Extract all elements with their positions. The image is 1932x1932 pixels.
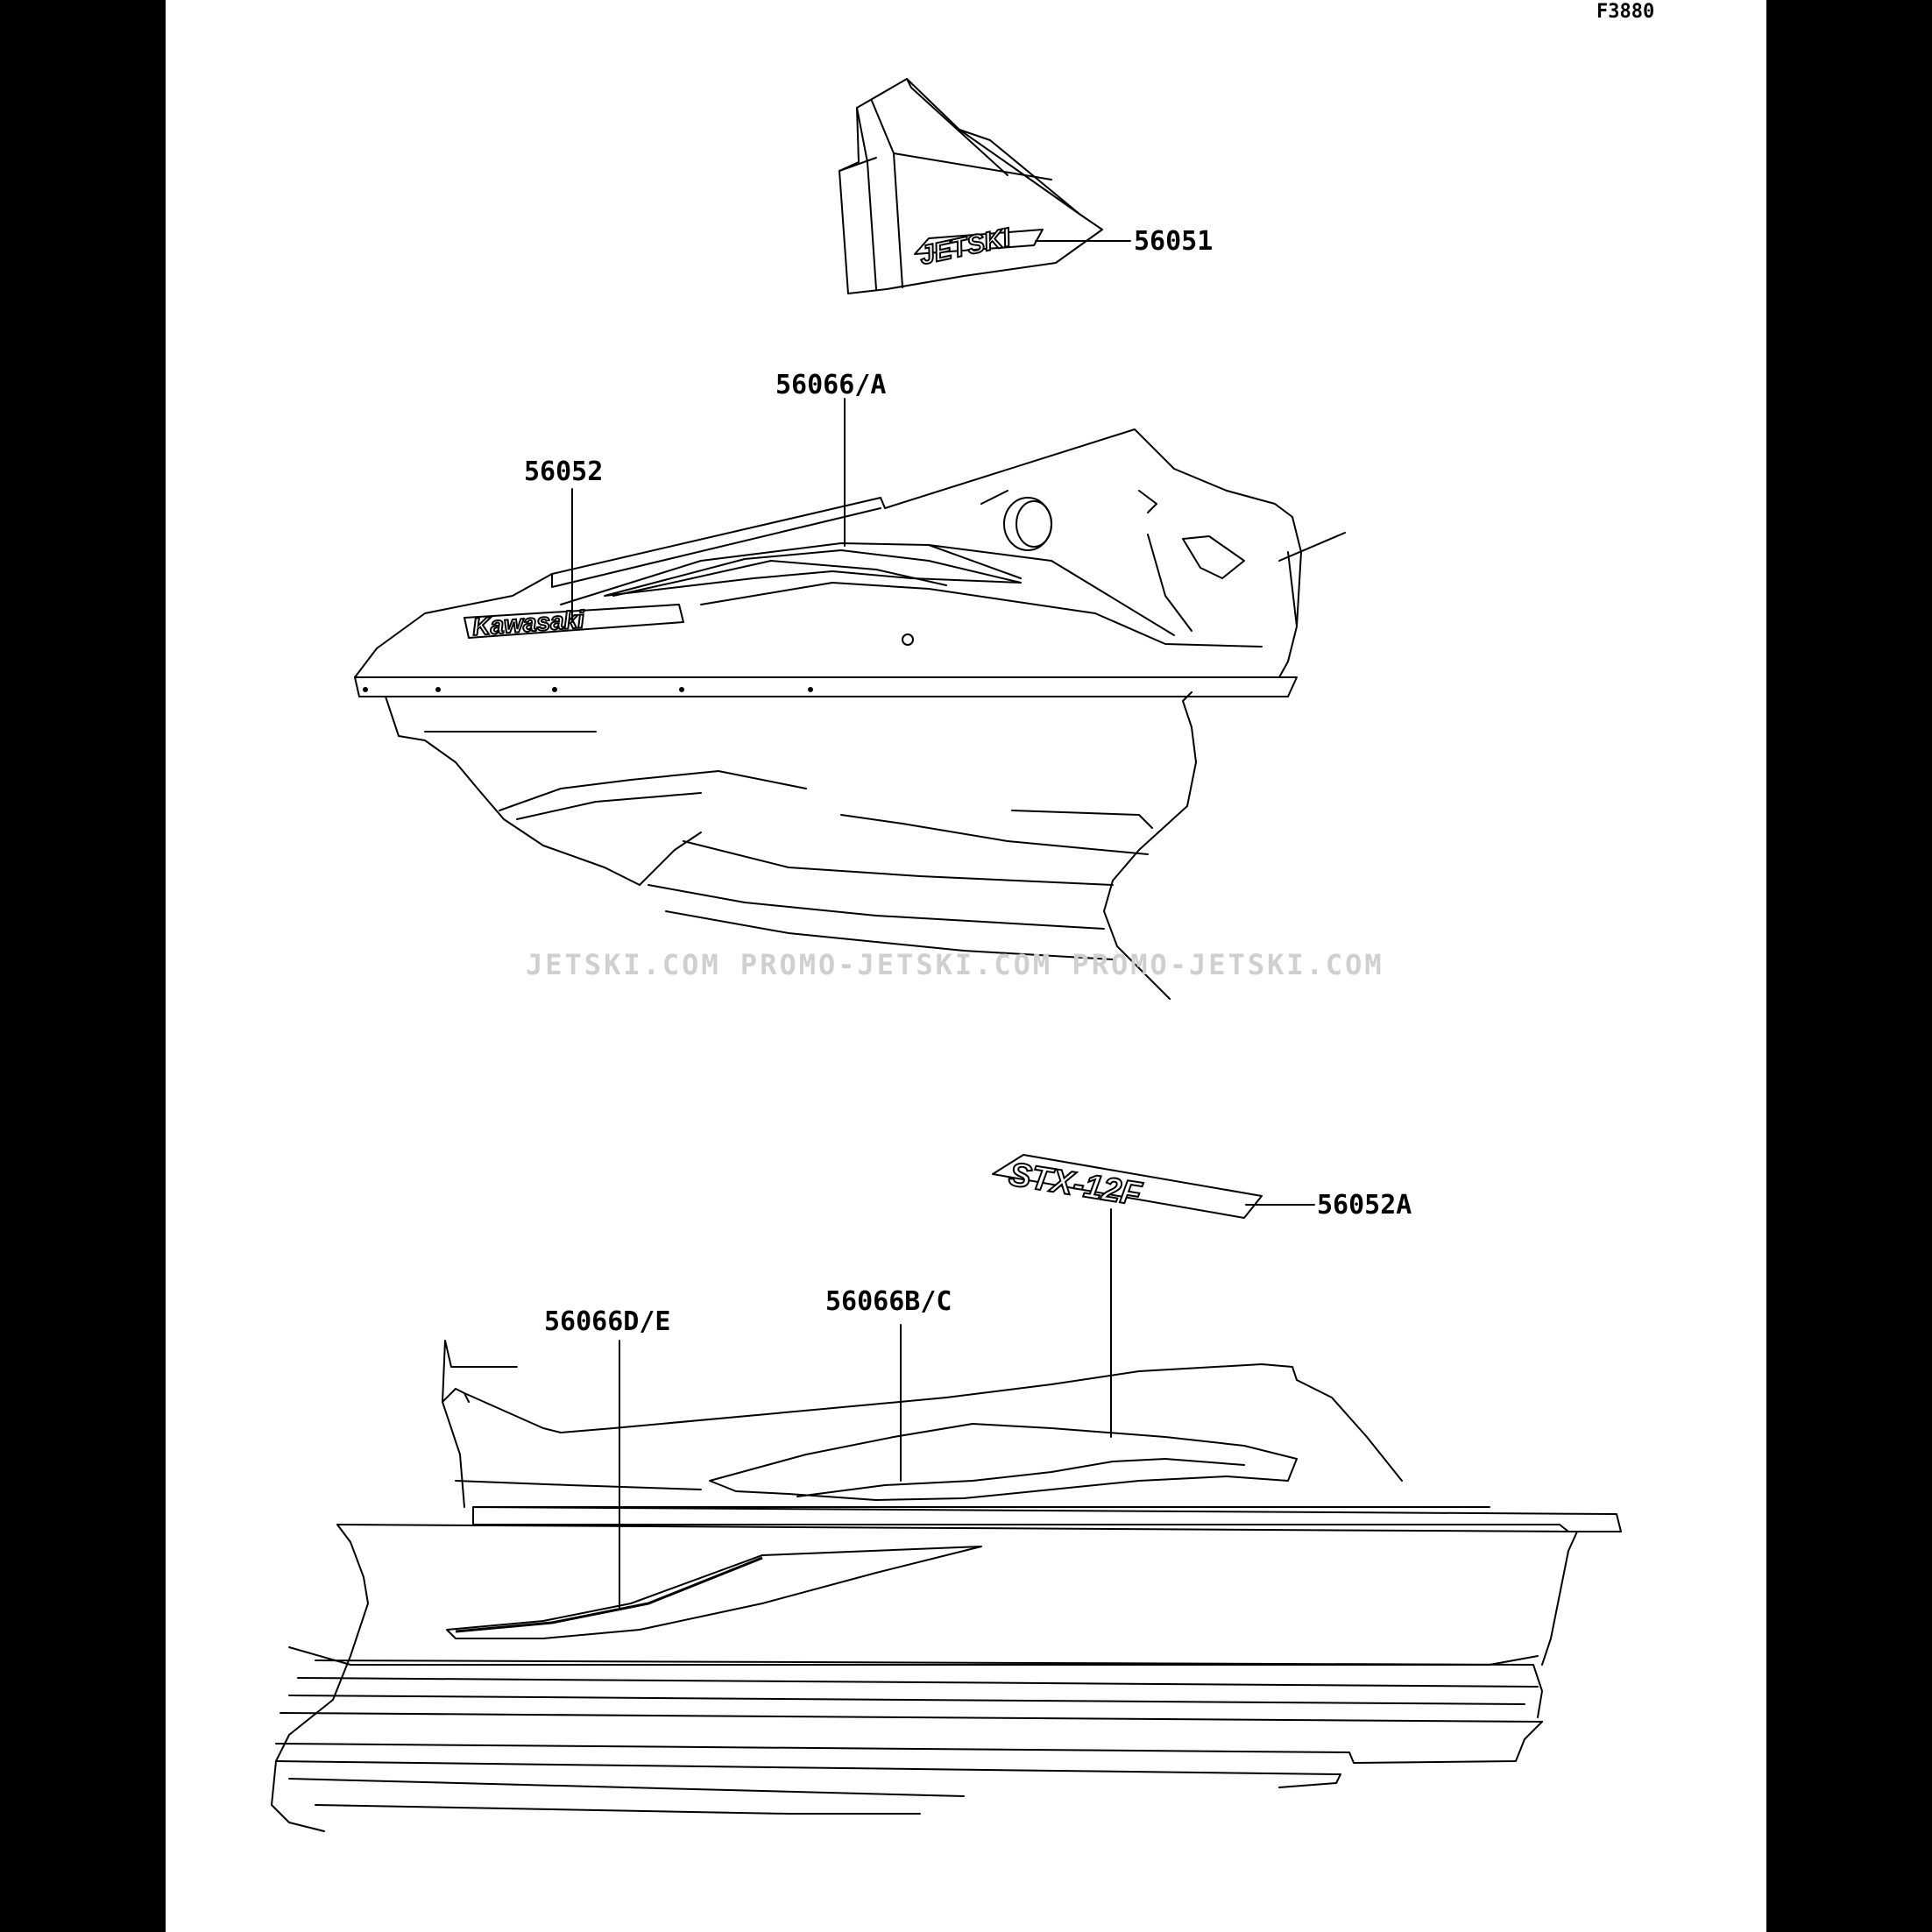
jetski-logo: JETSKI (914, 223, 1044, 272)
kawasaki-logo: Kawasaki (464, 604, 684, 641)
upper-stripe-decal (604, 549, 1022, 597)
callout-56066-de: 56066D/E (544, 1306, 671, 1337)
figure-code: F3880 (1596, 1, 1654, 23)
callout-56052: 56052 (524, 456, 603, 487)
callout-56051: 56051 (1134, 226, 1213, 257)
jetski-decal-panel: JETSKI (839, 78, 1103, 294)
diagram-sheet (166, 0, 1766, 1932)
svg-text:JETSKI: JETSKI (917, 223, 1014, 271)
callout-56066-bc: 56066B/C (825, 1286, 952, 1317)
stx-12f-logo: STX-12F (992, 1154, 1263, 1219)
hull-lower-section: STX-12F (271, 1154, 1622, 1832)
svg-text:Kawasaki: Kawasaki (471, 605, 586, 640)
callout-56066-a: 56066/A (775, 370, 886, 400)
watermark: JETSKI.COM PROMO-JETSKI.COM PROMO-JETSKI… (526, 948, 1384, 981)
callout-56052a: 56052A (1317, 1190, 1412, 1221)
hull-deck-middle: Kawasaki (354, 428, 1346, 1000)
